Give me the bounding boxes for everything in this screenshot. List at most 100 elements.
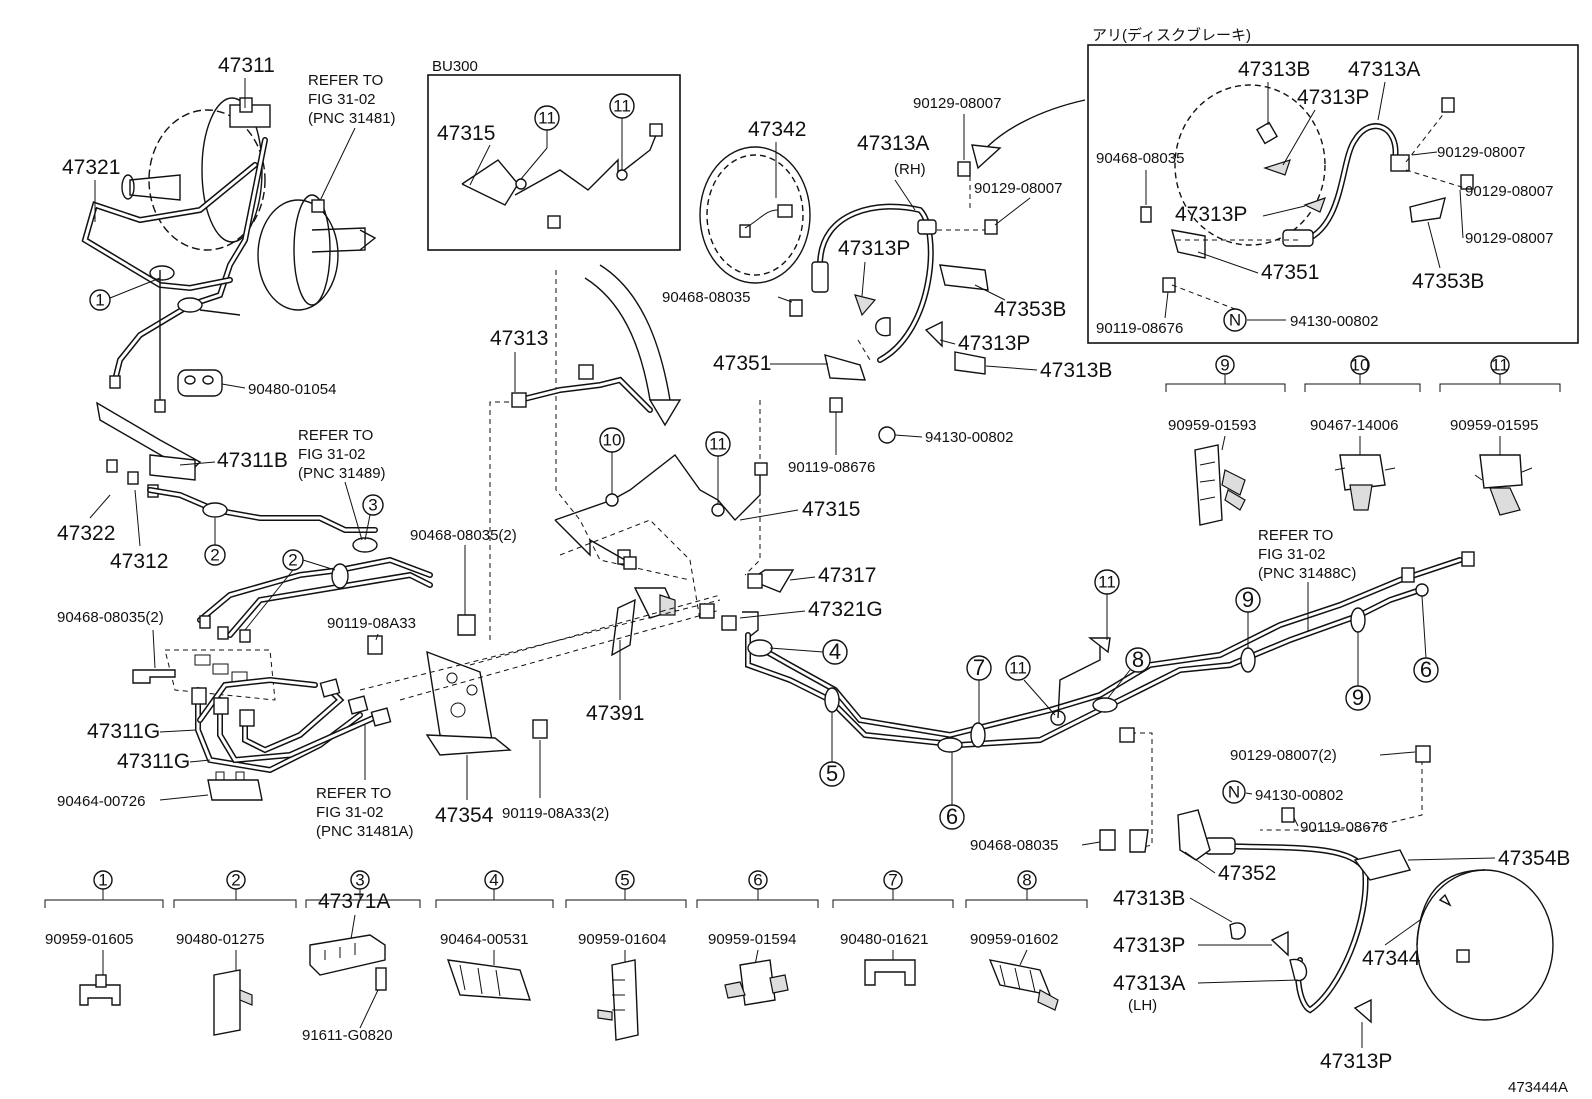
svg-text:5: 5 [620,870,629,889]
lh-label: (LH) [1128,997,1157,1014]
bu300-label: BU300 [432,58,478,75]
callout-11-text: 11 [613,96,631,115]
legend-clamp-7: 7 90480-01621 [832,870,954,986]
inset-part-90119-08676: 90119-08676 [1096,320,1183,337]
bracket-47354 [367,635,548,756]
legend-clamp-5: 5 90959-01604 [565,870,687,1041]
part-47313B-lh: 47313B [1113,887,1185,910]
part-47313P-rh-b: 47313P [958,332,1030,355]
callout-2-b: 2 [244,549,336,631]
diagram-id: 473444A [1508,1079,1568,1096]
svg-text:10: 10 [603,430,622,449]
inset-part-47353B: 47353B [1412,270,1484,293]
svg-text:FIG 31-02: FIG 31-02 [316,804,384,821]
part-47344: 47344 [1362,947,1421,970]
bracket-47391 [611,549,676,657]
inset-part-90468-08035: 90468-08035 [1096,150,1184,167]
pipes-47311G [191,676,392,801]
part-47352: 47352 [1218,862,1276,885]
part-47313A-lh: 47313A [1113,972,1185,995]
part-47315: 47315 [802,498,860,521]
part-47321: 47321 [62,156,120,179]
svg-text:5: 5 [826,761,838,786]
svg-text:90480-01275: 90480-01275 [176,931,264,948]
part-47313: 47313 [490,327,548,350]
refer-pnc-31481A: REFER TO FIG 31-02 (PNC 31481A) [316,725,414,840]
part-47311B: 47311B [217,449,288,472]
refer-pnc-31481: REFER TO FIG 31-02 (PNC 31481) [308,72,396,213]
part-94130-00802-lh: 94130-00802 [1255,787,1343,804]
svg-text:11: 11 [1009,658,1027,677]
part-47391: 47391 [586,702,644,725]
svg-text:90959-01594: 90959-01594 [708,931,796,948]
part-47313P-rh-a: 47313P [838,237,910,260]
svg-text:REFER TO: REFER TO [308,72,383,89]
part-47353B-rh: 47353B [994,298,1066,321]
part-94130-00802-rh: 94130-00802 [925,429,1013,446]
part-47313P-lh-b: 47313P [1320,1050,1392,1073]
bu300-inset: BU300 11 11 47315 [427,58,681,251]
callout-11-d: 11 [1094,569,1120,640]
svg-text:REFER TO: REFER TO [1258,527,1333,544]
inset-part-47351: 47351 [1261,261,1319,284]
svg-text:90959-01605: 90959-01605 [45,931,133,948]
svg-text:90959-01595: 90959-01595 [1450,417,1538,434]
legend-clamp-3: 3 47371A 91611-G0820 [302,870,421,1044]
refer-pnc-31488C: REFER TO FIG 31-02 (PNC 31488C) [1258,527,1356,632]
rh-label: (RH) [894,161,926,178]
part-90468-08035-rh: 90468-08035 [662,289,750,306]
master-cylinder-assembly [81,97,433,701]
legend-clamp-1: 1 90959-01605 [44,870,164,1006]
svg-text:9: 9 [1352,685,1364,710]
svg-text:4: 4 [489,870,498,889]
svg-text:2: 2 [288,550,297,569]
legend-clamp-11: 11 90959-01595 [1439,355,1561,516]
part-90119-08676-lh: 90119-08676 [1300,819,1387,836]
callout-7: 7 [966,655,992,723]
inset-part-90129-08007-a: 90129-08007 [1437,144,1525,161]
svg-text:FIG 31-02: FIG 31-02 [308,91,376,108]
part-90468-08035-2-a: 90468-08035(2) [410,527,517,544]
svg-text:1: 1 [95,290,104,309]
legend-clamp-2: 2 90480-01275 [173,870,297,1036]
inset-part-47313P-b: 47313P [1175,203,1247,226]
legend-clamp-9: 9 90959-01593 [1165,355,1286,526]
part-90468-08035-lh: 90468-08035 [970,837,1058,854]
pipe-47315 [554,453,761,522]
callout-11-e: 11 [1005,655,1056,716]
svg-text:2: 2 [210,545,219,564]
part-90468-08035-2-b: 90468-08035(2) [57,609,164,626]
callout-4: 4 [769,639,848,665]
part-47312: 47312 [110,550,168,573]
svg-text:90464-00531: 90464-00531 [440,931,528,948]
callout-6-a: 6 [939,752,965,830]
inset-part-47313B: 47313B [1238,58,1310,81]
svg-text:(PNC 31488C): (PNC 31488C) [1258,565,1356,582]
svg-text:(PNC 31481A): (PNC 31481A) [316,823,414,840]
callout-9-b: 9 [1345,632,1371,711]
part-47351-rh: 47351 [713,352,771,375]
part-47317: 47317 [818,564,876,587]
part-90464-00726: 90464-00726 [57,793,145,810]
svg-text:8: 8 [1022,870,1031,889]
callout-5: 5 [819,712,845,787]
svg-text:91611-G0820: 91611-G0820 [302,1027,393,1044]
part-47342: 47342 [748,118,806,141]
part-47311: 47311 [218,54,275,77]
callout-11-bu300-a [534,105,560,131]
svg-text:90959-01602: 90959-01602 [970,931,1058,948]
svg-text:4: 4 [829,639,841,664]
svg-text:6: 6 [1420,657,1432,682]
svg-text:47371A: 47371A [318,890,390,913]
disc-brake-inset: アリ(ディスクブレーキ) N 47313B 47313A 47313P 9012… [1087,26,1579,344]
svg-text:(PNC 31481): (PNC 31481) [308,110,396,127]
refer-pnc-31489: REFER TO FIG 31-02 (PNC 31489) [298,427,386,541]
brake-drum-rh [699,146,998,444]
disc-brake-label: アリ(ディスクブレーキ) [1092,26,1251,44]
svg-text:FIG 31-02: FIG 31-02 [298,446,366,463]
callout-n-inset: N [1229,310,1241,329]
svg-text:6: 6 [946,804,958,829]
svg-text:3: 3 [355,870,364,889]
svg-text:8: 8 [1132,647,1144,672]
